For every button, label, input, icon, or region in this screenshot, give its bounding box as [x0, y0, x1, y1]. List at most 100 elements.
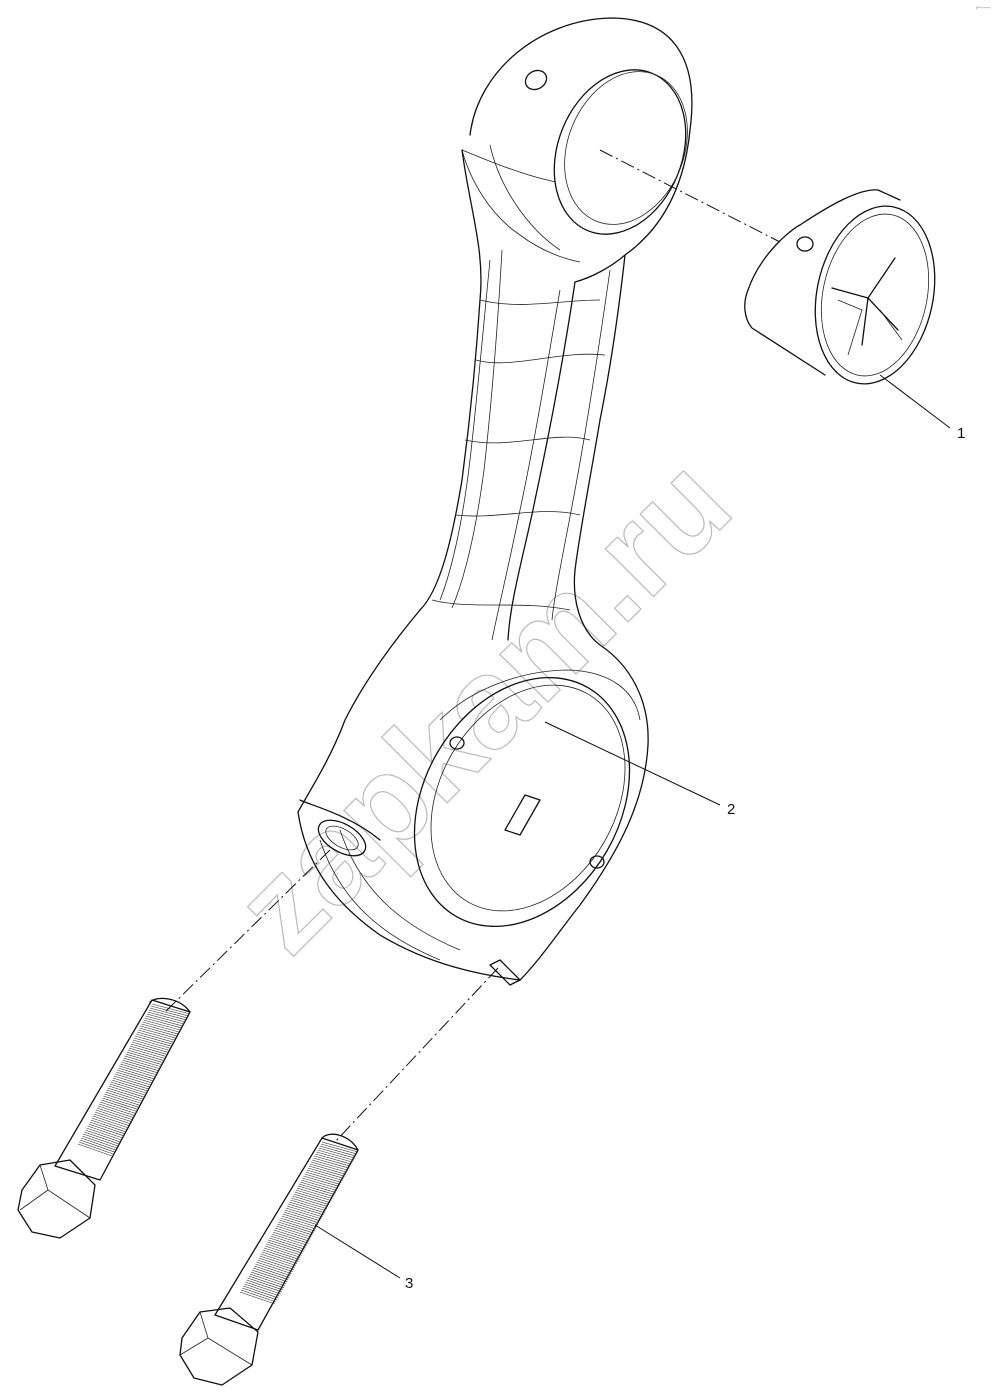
thread-line: [109, 1083, 146, 1096]
thread-line: [263, 1247, 300, 1260]
thread-line: [282, 1213, 319, 1226]
thread-line: [307, 1167, 344, 1179]
thread-line: [107, 1087, 144, 1100]
callout-1-label: 1: [957, 425, 965, 442]
connecting-rod: [297, 17, 693, 986]
thread-line: [135, 1035, 173, 1047]
thread-line: [248, 1275, 284, 1289]
thread-line: [136, 1033, 174, 1045]
thread-line: [270, 1235, 307, 1248]
thread-line: [115, 1071, 153, 1084]
thread-line: [284, 1209, 321, 1222]
thread-line: [305, 1171, 342, 1183]
thread-line: [126, 1051, 164, 1063]
thread-line: [321, 1141, 359, 1153]
thread-line: [119, 1065, 156, 1078]
bolt-lower-threads: [239, 1141, 359, 1305]
thread-line: [312, 1159, 349, 1171]
thread-line: [105, 1091, 142, 1104]
thread-line: [294, 1191, 331, 1203]
thread-line: [289, 1201, 325, 1214]
thread-line: [240, 1289, 277, 1303]
thread-line: [318, 1147, 355, 1159]
thread-line: [88, 1123, 124, 1136]
thread-line: [103, 1095, 139, 1108]
thread-line: [239, 1291, 276, 1305]
thread-line: [275, 1225, 312, 1238]
thread-line: [149, 1007, 188, 1019]
thread-line: [255, 1263, 291, 1276]
thread-line: [272, 1231, 309, 1244]
bolt-lower: [179, 1133, 359, 1386]
thread-line: [90, 1119, 126, 1132]
thread-line: [291, 1197, 328, 1210]
thread-line: [301, 1179, 338, 1191]
thread-line: [306, 1169, 343, 1181]
thread-line: [293, 1193, 330, 1205]
bolt-upper: [17, 997, 191, 1239]
thread-line: [288, 1203, 324, 1216]
thread-line: [141, 1023, 179, 1035]
thread-line: [131, 1041, 169, 1053]
thread-line: [273, 1229, 310, 1242]
thread-line: [148, 1009, 187, 1021]
thread-line: [313, 1157, 350, 1169]
thread-line: [262, 1249, 299, 1262]
callout-2-label: 2: [727, 801, 735, 818]
thread-line: [314, 1155, 351, 1167]
thread-line: [118, 1067, 155, 1080]
thread-line: [102, 1097, 138, 1110]
thread-line: [122, 1059, 159, 1072]
thread-line: [266, 1243, 302, 1256]
thread-line: [246, 1279, 282, 1293]
thread-line: [242, 1287, 278, 1301]
thread-line: [247, 1277, 283, 1291]
thread-line: [132, 1039, 171, 1051]
assembly-centerlines: [164, 149, 781, 1143]
thread-line: [304, 1173, 341, 1185]
thread-line: [290, 1199, 326, 1212]
thread-line: [296, 1187, 333, 1199]
thread-line: [298, 1183, 335, 1195]
thread-line: [280, 1217, 317, 1230]
thread-line: [106, 1089, 143, 1102]
thread-line: [256, 1261, 292, 1274]
thread-line: [114, 1073, 152, 1086]
thread-line: [300, 1181, 336, 1193]
thread-line: [86, 1127, 122, 1141]
thread-line: [94, 1111, 130, 1124]
corner-mark: ⌐—: [976, 2, 990, 12]
thread-line: [310, 1161, 348, 1173]
thread-line: [128, 1047, 166, 1059]
thread-line: [87, 1125, 123, 1139]
thread-line: [260, 1253, 297, 1266]
thread-line: [140, 1025, 178, 1037]
thread-line: [80, 1139, 115, 1153]
thread-line: [249, 1273, 286, 1287]
thread-line: [117, 1069, 154, 1082]
thread-line: [85, 1129, 120, 1143]
callout-3-label: 3: [405, 1275, 413, 1292]
thread-line: [316, 1151, 353, 1163]
thread-line: [125, 1053, 163, 1066]
thread-line: [121, 1061, 158, 1074]
thread-line: [281, 1215, 318, 1228]
thread-line: [137, 1031, 175, 1043]
thread-line: [99, 1103, 135, 1116]
thread-line: [133, 1037, 172, 1049]
thread-line: [151, 1003, 191, 1015]
thread-line: [145, 1015, 184, 1027]
thread-line: [89, 1121, 125, 1134]
callout-2: 2: [544, 721, 735, 818]
thread-line: [261, 1251, 298, 1264]
thread-line: [243, 1285, 279, 1299]
thread-line: [271, 1233, 308, 1246]
thread-line: [112, 1077, 149, 1090]
thread-line: [97, 1105, 134, 1118]
thread-line: [83, 1133, 118, 1147]
thread-line: [82, 1135, 117, 1149]
thread-line: [302, 1177, 339, 1189]
thread-line: [146, 1013, 185, 1025]
thread-line: [113, 1075, 150, 1088]
